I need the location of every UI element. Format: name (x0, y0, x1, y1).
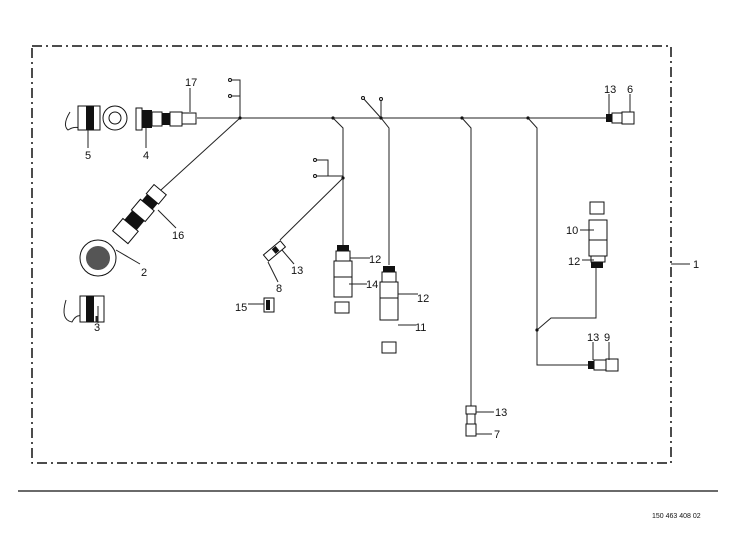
callout-12a: 12 (369, 254, 381, 266)
callout-13a: 13 (291, 265, 303, 277)
callout-7: 7 (494, 429, 500, 441)
assembly-frame (31, 45, 672, 464)
callout-15: 15 (235, 302, 247, 314)
callout-6: 6 (627, 84, 633, 96)
callout-11: 11 (415, 322, 426, 334)
leader-lines (87, 88, 631, 435)
callout-9: 9 (604, 332, 610, 344)
callout-2: 2 (141, 267, 147, 279)
connector-parts (63, 105, 635, 437)
callout-12c: 12 (568, 256, 580, 268)
callout-14: 14 (366, 279, 378, 291)
callout-10: 10 (566, 225, 578, 237)
callout-13b: 13 (604, 84, 616, 96)
callout-3: 3 (94, 322, 100, 334)
callout-13d: 13 (495, 407, 507, 419)
callout-5: 5 (85, 150, 91, 162)
callout-4: 4 (143, 150, 149, 162)
callout-17: 17 (185, 77, 197, 89)
callout-labels: 17 5 4 16 2 3 13 8 15 12 14 12 11 13 6 1… (85, 77, 699, 441)
callout-8: 8 (276, 283, 282, 295)
callout-1: 1 (693, 259, 699, 271)
drawing-number: 150 463 408 02 (652, 513, 701, 520)
callout-16: 16 (172, 230, 184, 242)
callout-12b: 12 (417, 293, 429, 305)
harness-wires (149, 78, 608, 408)
callout-13c: 13 (587, 332, 599, 344)
